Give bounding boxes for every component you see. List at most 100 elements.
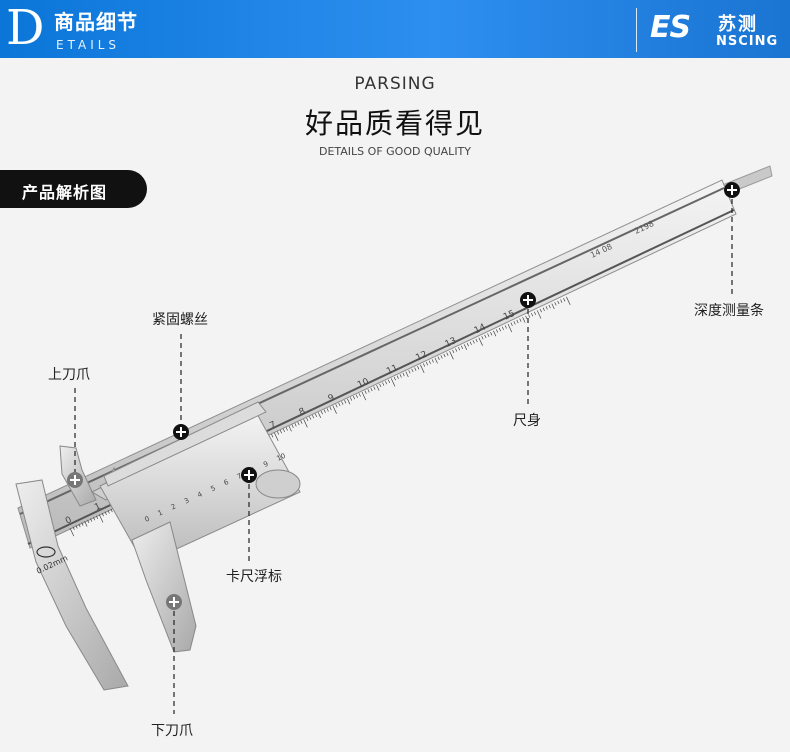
scale-tick [496, 329, 499, 333]
scale-tick [469, 341, 472, 345]
scale-tick [332, 405, 337, 414]
scale-tick [525, 315, 528, 320]
scale-tick [411, 368, 414, 373]
scale-tick [458, 346, 461, 351]
scale-tick [358, 393, 361, 397]
scale-tick [291, 424, 294, 428]
scale-tick [563, 298, 566, 302]
scale-tick [312, 414, 315, 419]
scale-tick [455, 348, 458, 352]
scale-tick [414, 367, 417, 371]
scale-tick [107, 510, 110, 514]
scale-tick [373, 386, 376, 390]
scale-number: 9 [327, 393, 337, 405]
product-analysis-tag: 产品解析图 [0, 170, 147, 208]
scale-tick [510, 322, 513, 326]
scale-tick [420, 364, 425, 374]
scale-tick [303, 419, 308, 428]
section-title: 好品质看得见 [304, 107, 485, 140]
scale-tick [87, 519, 90, 524]
scale-tick [350, 397, 353, 401]
scale-tick [417, 366, 420, 370]
scale-tick [317, 412, 322, 418]
scale-tick [382, 382, 385, 386]
scale-tick [309, 416, 312, 420]
scale-number: 0 [64, 515, 74, 527]
scale-tick [81, 522, 84, 526]
scale-tick [314, 413, 318, 418]
scale-tick [498, 327, 502, 332]
scale-tick [98, 514, 104, 523]
vernier-slider-top [103, 401, 267, 487]
scale-tick [434, 357, 438, 364]
scale-tick [323, 409, 326, 413]
scale-tick [449, 351, 454, 360]
scale-tick [522, 317, 526, 323]
vernier-number: 10 [275, 452, 286, 463]
header-subtitle: ETAILS [56, 38, 121, 52]
scale-tick [493, 330, 497, 337]
scale-tick [399, 374, 402, 378]
scale-tick [431, 359, 434, 363]
plus-marker-icon [241, 467, 257, 483]
scale-tick [481, 336, 484, 340]
scale-tick [513, 321, 516, 325]
thumb-roller [255, 469, 301, 499]
scale-tick [490, 332, 493, 336]
scale-tick [536, 310, 542, 319]
label-vernier-slider: 卡尺浮标 [226, 569, 282, 585]
section-subtitle: DETAILS OF GOOD QUALITY [319, 145, 471, 158]
scale-number: 1 [93, 502, 102, 513]
scale-tick [344, 400, 347, 404]
scale-tick [425, 361, 429, 366]
header-divider [636, 8, 637, 52]
scale-tick [370, 387, 373, 392]
vernier-number: 2 [170, 502, 177, 511]
scale-tick [90, 518, 93, 522]
marker-group [67, 182, 740, 610]
plus-marker-icon [520, 292, 536, 308]
scale-tick [306, 417, 309, 422]
scale-tick [507, 323, 513, 333]
scale-number: 11 [385, 363, 400, 377]
header-bar: D 商品细节 ETAILS ES 苏测 NSCING [0, 0, 790, 58]
scale-tick [531, 312, 534, 317]
scale-tick [487, 333, 490, 337]
vernier-number: 6 [223, 478, 231, 487]
scale-tick [566, 296, 571, 306]
scale-tick [93, 516, 96, 521]
brand-logo-mark: ES [650, 10, 691, 45]
scale-tick [440, 355, 443, 359]
label-upper-jaw: 上刀爪 [48, 367, 90, 383]
scale-tick [341, 401, 344, 405]
header-title: 商品细节 [54, 10, 138, 34]
scale-tick [390, 378, 396, 387]
scale-tick [460, 345, 464, 350]
scale-tick [452, 349, 455, 354]
scale-number: 7 [268, 420, 277, 431]
scale-tick [428, 360, 431, 365]
vernier-number: 0 [143, 515, 150, 524]
plus-marker-icon [173, 424, 189, 440]
plus-marker-icon [724, 182, 740, 198]
scale-tick [466, 342, 469, 347]
scale-tick [387, 379, 391, 384]
scale-tick [367, 389, 370, 393]
scale-tick [355, 394, 358, 399]
scale-tick [402, 372, 405, 377]
scale-tick [326, 408, 329, 412]
scale-tick [519, 318, 522, 322]
scale-tick [472, 340, 475, 344]
scale-number: 8 [298, 406, 308, 418]
scale-tick [516, 319, 519, 324]
scale-tick [475, 338, 478, 343]
scale-tick [300, 420, 303, 424]
scale-tick [320, 410, 323, 415]
scale-tick [335, 404, 338, 408]
plus-marker-icon [67, 472, 83, 488]
label-main-beam: 尺身 [513, 413, 541, 429]
scale-tick [347, 398, 351, 405]
scale-tick [545, 306, 548, 310]
scale-tick [548, 304, 551, 309]
scale-tick [533, 311, 537, 316]
